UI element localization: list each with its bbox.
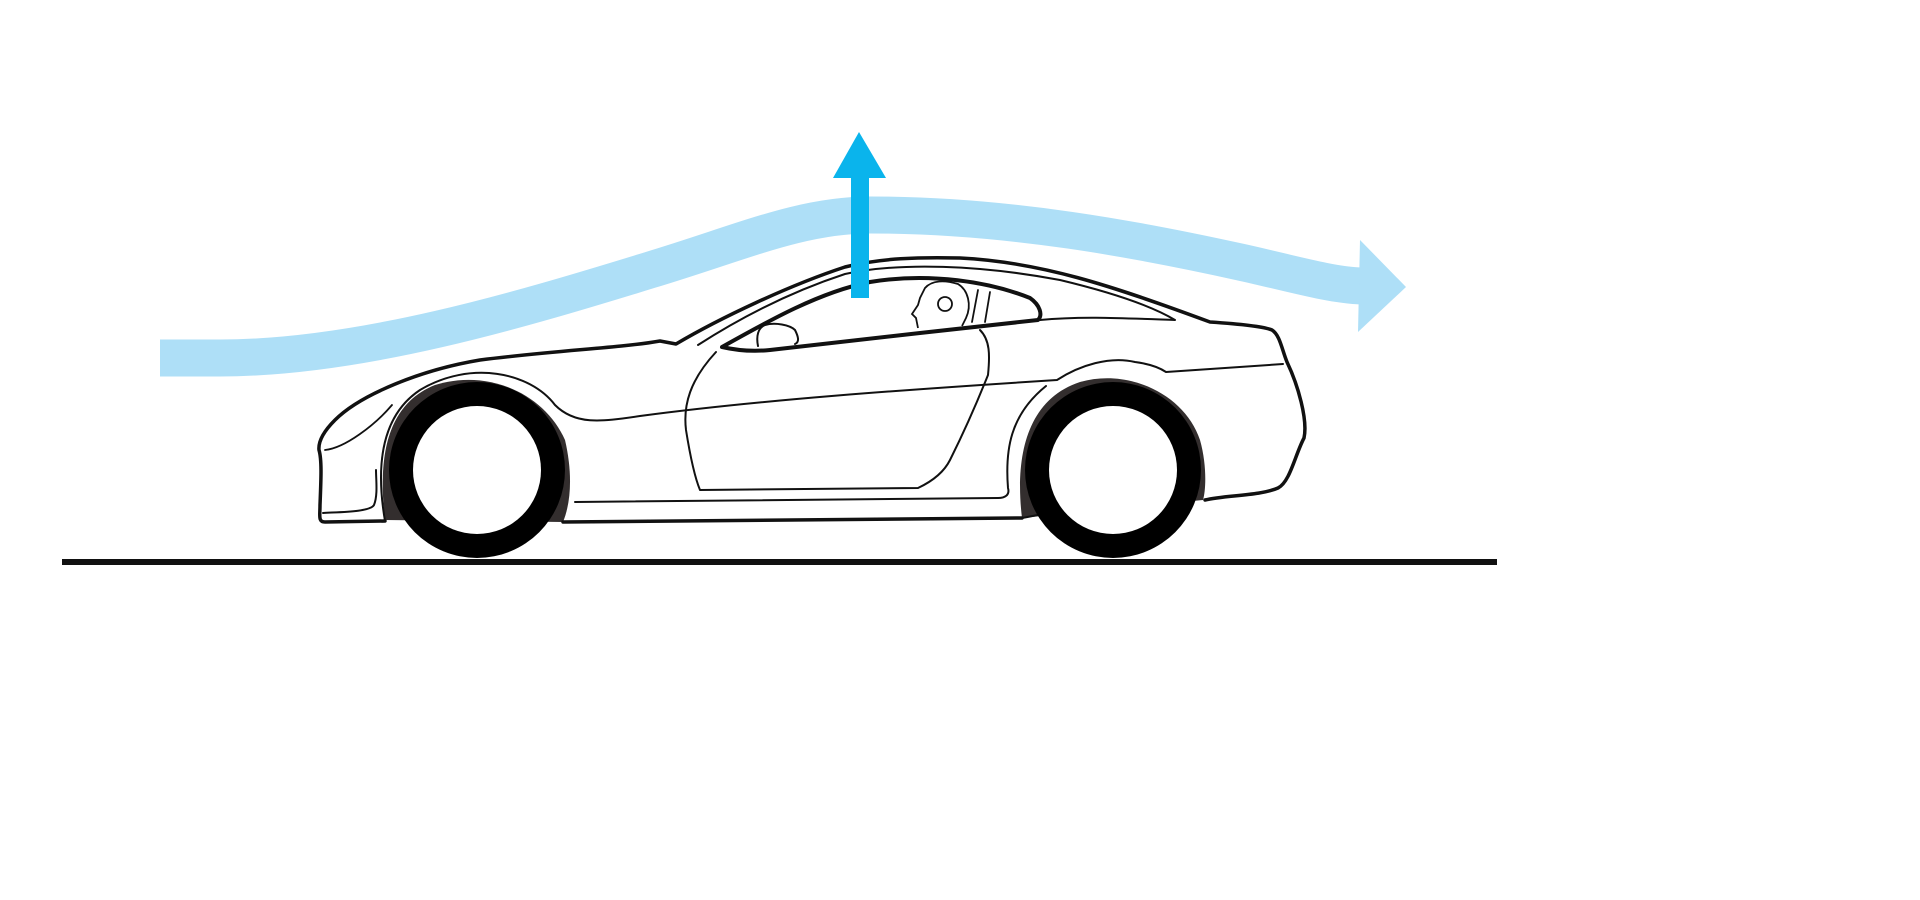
lift-arrow-icon xyxy=(833,132,886,298)
airflow-arrow-icon xyxy=(160,196,1406,377)
driver-icon xyxy=(910,280,970,329)
rear-wheel-icon xyxy=(1025,382,1201,558)
front-wheel-icon xyxy=(389,382,565,558)
